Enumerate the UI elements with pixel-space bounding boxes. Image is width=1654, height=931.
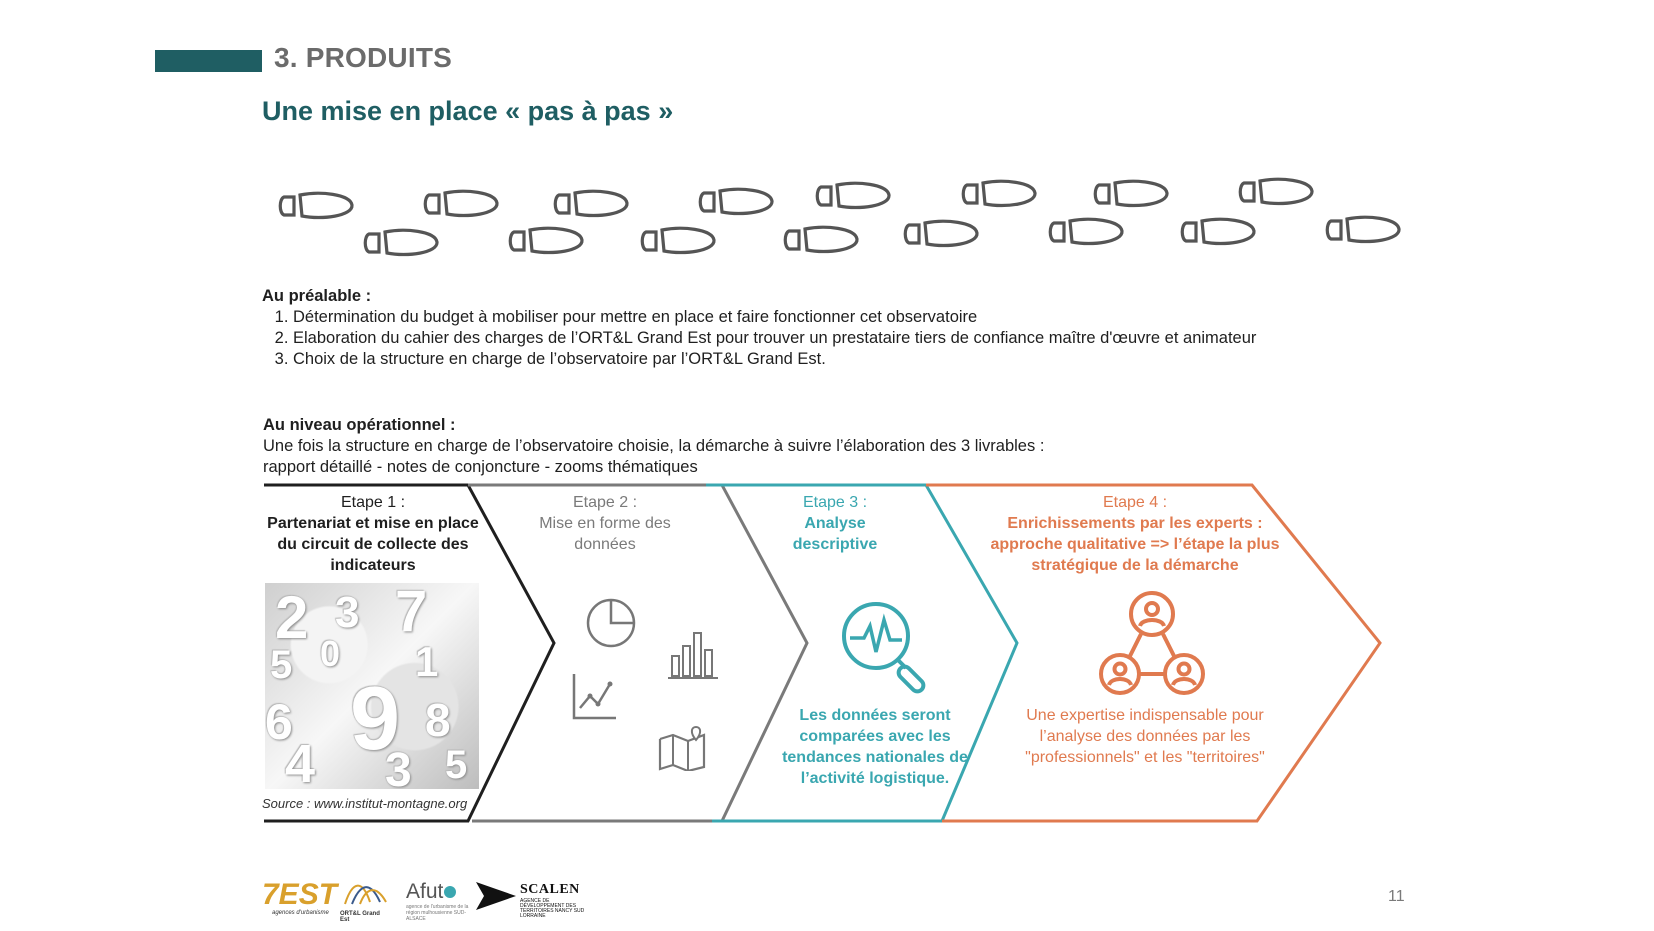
step4-title: Enrichissements par les experts : approc… — [975, 513, 1295, 576]
map-icon — [656, 725, 708, 771]
step2-text: Etape 2 : Mise en forme des données — [520, 492, 690, 555]
logo-afut-sub: agence de l'urbanisme de la région mulho… — [406, 904, 476, 922]
step3-text: Etape 3 : Analyse descriptive — [770, 492, 900, 555]
logo-scalen-text: SCALEN — [520, 882, 580, 898]
step1-label: Etape 1 : — [262, 492, 484, 513]
section-bar — [155, 50, 262, 72]
numbers-image: 2 3 7 5 0 1 9 6 8 4 3 5 — [265, 583, 479, 789]
page-number: 11 — [1388, 888, 1405, 906]
prealable-block: Au préalable : Détermination du budget à… — [262, 286, 1362, 370]
operationnel-block: Au niveau opérationnel : Une fois la str… — [263, 415, 1263, 478]
people-network-icon — [1098, 590, 1206, 696]
footprints-icon — [270, 170, 1420, 270]
step3-title: Analyse descriptive — [770, 513, 900, 555]
ortl-logo-mark — [340, 876, 390, 906]
logo-ortl: ORT&L Grand Est — [340, 876, 390, 918]
bar-chart-icon — [668, 628, 720, 680]
operationnel-heading: Au niveau opérationnel : — [263, 415, 1263, 436]
logo-afut: Afut agence de l'urbanisme de la région … — [406, 880, 476, 922]
step1-text: Etape 1 : Partenariat et mise en place d… — [262, 492, 484, 576]
logo-scalen: SCALEN AGENCE DE DÉVELOPPEMENT DES TERRI… — [476, 882, 518, 915]
list-item: Elaboration du cahier des charges de l’O… — [293, 328, 1362, 349]
operationnel-line: Une fois la structure en charge de l’obs… — [263, 436, 1263, 457]
step4-label: Etape 4 : — [975, 492, 1295, 513]
prealable-heading: Au préalable : — [262, 287, 371, 305]
logo-7est-sub: agences d'urbanisme — [272, 910, 329, 916]
page-subtitle: Une mise en place « pas à pas » — [262, 96, 673, 127]
scalen-arrow-icon — [476, 882, 518, 910]
step3-note: Les données seront comparées avec les te… — [780, 705, 970, 789]
prealable-list: Détermination du budget à mobiliser pour… — [262, 307, 1362, 370]
logo-ortl-text: ORT&L Grand Est — [340, 911, 390, 923]
section-title: 3. PRODUITS — [274, 42, 452, 74]
line-chart-icon — [570, 672, 620, 722]
list-item: Choix de la structure en charge de l’obs… — [293, 349, 1362, 370]
logo-7est-text: 7EST — [262, 878, 337, 911]
step4-note: Une expertise indispensable pour l’analy… — [995, 705, 1295, 768]
logo-7est: 7EST agences d'urbanisme — [262, 878, 337, 912]
afut-dot-icon — [444, 886, 456, 898]
operationnel-line: rapport détaillé - notes de conjoncture … — [263, 457, 1263, 478]
logo-afut-text: Afut — [406, 880, 443, 903]
image-source: Source : www.institut-montagne.org — [262, 796, 467, 811]
list-item: Détermination du budget à mobiliser pour… — [293, 307, 1362, 328]
pie-chart-icon — [585, 597, 637, 649]
step3-label: Etape 3 : — [770, 492, 900, 513]
step2-label: Etape 2 : — [520, 492, 690, 513]
magnifier-pulse-icon — [840, 600, 938, 698]
step2-title: Mise en forme des données — [520, 513, 690, 555]
logo-scalen-sub: AGENCE DE DÉVELOPPEMENT DES TERRITOIRES … — [520, 899, 590, 919]
step4-text: Etape 4 : Enrichissements par les expert… — [975, 492, 1295, 576]
step1-title: Partenariat et mise en place du circuit … — [262, 513, 484, 576]
